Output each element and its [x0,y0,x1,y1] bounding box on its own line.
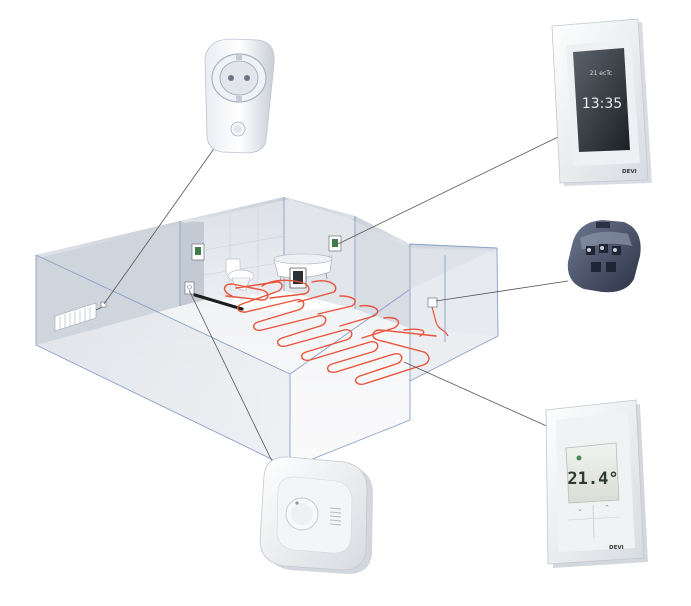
brand-logo-touch: DEVI [622,169,637,175]
leaf-icon [576,455,582,461]
toilet [225,258,255,291]
touch-screen-clock: 13:35 [582,96,622,112]
plug-thermostat-device [204,38,275,154]
room-cutaway [35,197,499,469]
lcd-thermostat-device: 21.4° ⌄ ⌃ DEVI [545,399,648,568]
right-back-wall [355,216,410,328]
touch-thermostat-small [328,235,342,252]
dial-thermostat-device [259,456,373,574]
brand-logo-lcd: DEVI [609,545,624,551]
front-right-wall [409,248,498,381]
touch-screen-status: 21 ecTc [590,70,612,77]
sensor-box-small [427,297,438,308]
up-arrow-icon: ⌃ [604,504,610,512]
down-arrow-icon: ⌄ [577,506,583,513]
display-unit-small [289,267,307,289]
bathtub [273,253,333,283]
leader-lines [103,136,569,489]
heating-cable [193,279,449,386]
room-thermostat-small [191,243,205,261]
lcd-temperature: 21.4° [567,469,618,489]
touch-thermostat-device: 21 ecTc 13:35 DEVI [551,18,652,186]
floor-thermostat-small [184,281,195,295]
relay-module-device [567,220,641,293]
radiator [54,301,107,332]
